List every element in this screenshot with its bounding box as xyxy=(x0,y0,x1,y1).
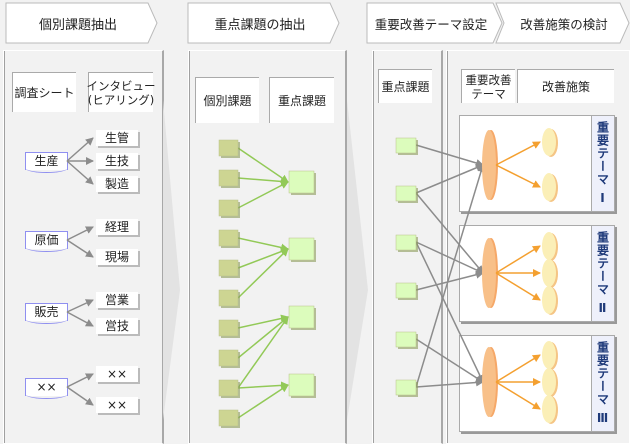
step-1-label: 個別課題抽出 xyxy=(38,17,117,33)
step-3-label: 重要改善テーマ設定 xyxy=(374,16,488,32)
theme-link xyxy=(415,144,484,167)
interview-item: 経理 xyxy=(96,219,138,235)
key-issue-box xyxy=(395,331,417,348)
survey-sheet-cost: 原価 xyxy=(25,231,68,252)
step-chevron-4 xyxy=(495,2,630,44)
individual-issue-box xyxy=(218,139,239,157)
interview-item: ×× xyxy=(96,397,138,413)
survey-sheet-other: ×× xyxy=(25,378,68,399)
header-survey-sheet: 調査シート xyxy=(12,72,76,112)
key-issue-link xyxy=(237,316,289,389)
theme-link xyxy=(415,192,484,274)
interview-item: ×× xyxy=(96,366,138,382)
header-important-theme: 重要改善 テーマ xyxy=(461,69,515,103)
key-issue-link xyxy=(237,248,289,299)
header-measures: 改善施策 xyxy=(517,69,614,103)
measure-ellipse xyxy=(542,286,556,314)
measure-arrow xyxy=(495,141,541,166)
individual-issue-box xyxy=(218,169,239,187)
measure-arrow xyxy=(495,272,541,301)
key-issue-link xyxy=(237,314,289,329)
measure-ellipse xyxy=(542,368,556,396)
measure-arrow xyxy=(495,354,541,383)
theme-link xyxy=(415,270,484,291)
key-issue-box xyxy=(395,185,417,202)
key-issue-link xyxy=(237,237,289,252)
individual-issue-box xyxy=(218,259,239,277)
interview-item: 生管 xyxy=(96,130,138,146)
individual-issue-box xyxy=(218,379,239,397)
individual-issue-box xyxy=(218,289,239,307)
theme-ellipse xyxy=(482,238,496,308)
theme-link xyxy=(415,164,485,388)
theme-label-1: 重要テーマ Ⅰ xyxy=(591,116,614,211)
survey-arrow xyxy=(66,386,94,406)
flow-chevron-1 xyxy=(163,100,180,420)
key-issue-box xyxy=(395,379,417,396)
survey-arrow xyxy=(66,239,94,258)
key-issue-box xyxy=(288,237,315,261)
theme-link xyxy=(415,378,484,388)
theme-link xyxy=(415,241,484,274)
key-issue-box xyxy=(395,234,417,251)
survey-sheet-production: 生産 xyxy=(25,152,68,173)
individual-issue-box xyxy=(218,349,239,367)
interview-item: 生技 xyxy=(96,153,138,169)
measure-ellipse xyxy=(542,232,556,260)
theme-label-3: 重要テーマ Ⅲ xyxy=(591,336,614,431)
step-2-label: 重点課題の抽出 xyxy=(214,17,306,33)
theme-ellipse xyxy=(482,347,496,417)
measure-ellipse xyxy=(542,173,556,201)
measure-ellipse xyxy=(542,128,556,156)
individual-issue-box xyxy=(218,199,239,217)
header-individual-issues: 個別課題 xyxy=(195,77,259,123)
key-issue-box xyxy=(395,137,417,154)
survey-arrow xyxy=(66,226,94,241)
key-issue-link xyxy=(237,384,289,419)
key-issue-box xyxy=(288,305,315,329)
key-issue-link xyxy=(237,181,289,209)
step-4-label: 改善施策の検討 xyxy=(520,16,608,32)
theme-label-2: 重要テーマ Ⅱ xyxy=(591,226,614,321)
step-chevron-1 xyxy=(5,2,158,44)
survey-arrow xyxy=(66,137,94,162)
header-key-issues-3: 重点課題 xyxy=(378,69,432,103)
measure-arrow xyxy=(495,164,541,188)
key-issue-link xyxy=(237,247,289,269)
survey-arrow xyxy=(66,311,94,327)
measure-ellipse xyxy=(542,341,556,369)
key-issue-link xyxy=(237,147,289,183)
interview-item: 営技 xyxy=(96,318,138,334)
step-chevron-3 xyxy=(366,2,503,44)
interview-item: 製造 xyxy=(96,176,138,192)
header-key-issues: 重点課題 xyxy=(269,77,334,123)
flow-chevron-2 xyxy=(347,100,368,420)
header-interview: インタビュー (ヒアリング) xyxy=(87,72,156,112)
theme-link xyxy=(415,241,484,383)
survey-arrow xyxy=(66,373,94,388)
key-issue-box xyxy=(288,170,315,194)
key-issue-link xyxy=(237,381,289,390)
individual-issue-box xyxy=(218,409,239,427)
individual-issue-box xyxy=(218,229,239,247)
interview-item: 現場 xyxy=(96,249,138,265)
key-issue-box xyxy=(395,282,417,299)
survey-arrow xyxy=(66,160,94,185)
measure-ellipse xyxy=(542,395,556,423)
measure-ellipse xyxy=(542,259,556,287)
key-issue-link xyxy=(237,316,289,359)
interview-item: 営業 xyxy=(96,292,138,308)
key-issue-box xyxy=(288,373,315,397)
theme-link xyxy=(415,338,484,383)
survey-arrow xyxy=(66,299,94,313)
theme-link xyxy=(415,164,484,194)
theme-ellipse xyxy=(482,130,496,200)
key-issue-link xyxy=(237,177,289,186)
measure-arrow xyxy=(495,381,541,410)
individual-issue-box xyxy=(218,319,239,337)
measure-arrow xyxy=(495,245,541,274)
step-chevron-2 xyxy=(187,2,340,44)
